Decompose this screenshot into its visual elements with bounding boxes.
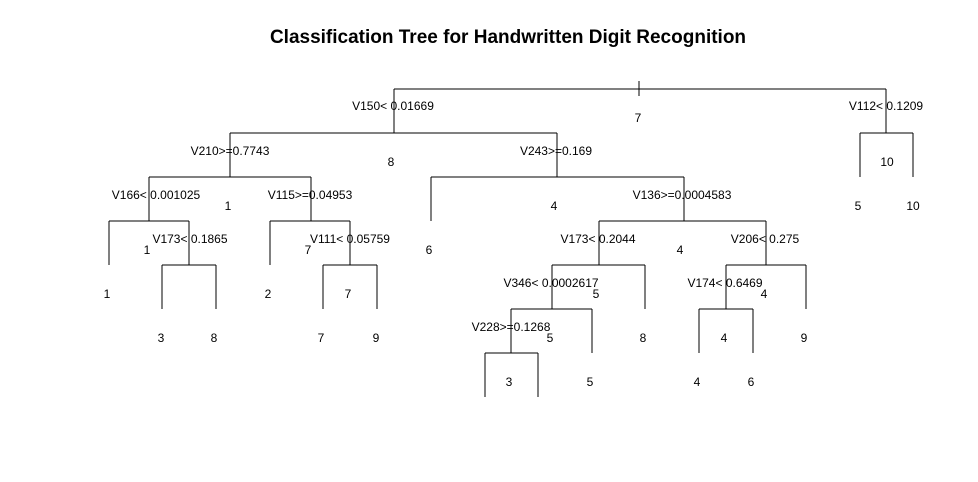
leaf-label: 6 (748, 375, 755, 389)
node-class-label: 5 (593, 287, 600, 301)
split-rule: V173< 0.2044 (560, 232, 635, 246)
node-class-label: 4 (721, 331, 728, 345)
leaf-label: 8 (211, 331, 218, 345)
leaf-label: 4 (694, 375, 701, 389)
node-class-label: 3 (506, 375, 513, 389)
node-class-label: 7 (345, 287, 352, 301)
leaf-label: 9 (801, 331, 808, 345)
node-class-label: 1 (225, 199, 232, 213)
leaf-label: 10 (906, 199, 920, 213)
leaf-label: 5 (587, 375, 594, 389)
split-rule: V136>=0.0004583 (633, 188, 732, 202)
split-rule: V174< 0.6469 (687, 276, 762, 290)
node-class-label: 5 (547, 331, 554, 345)
node-class-label: 4 (551, 199, 558, 213)
node-class-label: 4 (761, 287, 768, 301)
split-rule: V112< 0.1209 (849, 99, 924, 113)
leaf-label: 3 (158, 331, 165, 345)
leaf-label: 2 (265, 287, 272, 301)
split-rule: V346< 0.0002617 (503, 276, 598, 290)
leaf-label: 6 (426, 243, 433, 257)
split-rule: V206< 0.275 (731, 232, 800, 246)
leaf-label: 9 (373, 331, 380, 345)
plot-title: Classification Tree for Handwritten Digi… (269, 27, 747, 48)
split-rule: V173< 0.1865 (152, 232, 227, 246)
split-rule: V150< 0.01669 (352, 99, 434, 113)
node-class-label: 1 (144, 243, 151, 257)
node-class-label: 4 (677, 243, 684, 257)
leaf-label: 7 (318, 331, 325, 345)
leaf-label: 8 (640, 331, 647, 345)
split-rule: V243>=0.169 (520, 144, 592, 158)
root-class-label: 7 (635, 111, 642, 125)
node-class-label: 7 (305, 243, 312, 257)
split-rule: V115>=0.04953 (268, 188, 353, 202)
split-rule: V166< 0.001025 (112, 188, 201, 202)
leaf-label: 1 (104, 287, 111, 301)
leaf-label: 5 (855, 199, 862, 213)
node-class-label: 8 (388, 155, 395, 169)
split-rule: V228>=0.1268 (472, 320, 551, 334)
split-rule: V111< 0.05759 (310, 232, 390, 246)
node-class-label: 10 (880, 155, 894, 169)
split-rule: V210>=0.7743 (191, 144, 270, 158)
